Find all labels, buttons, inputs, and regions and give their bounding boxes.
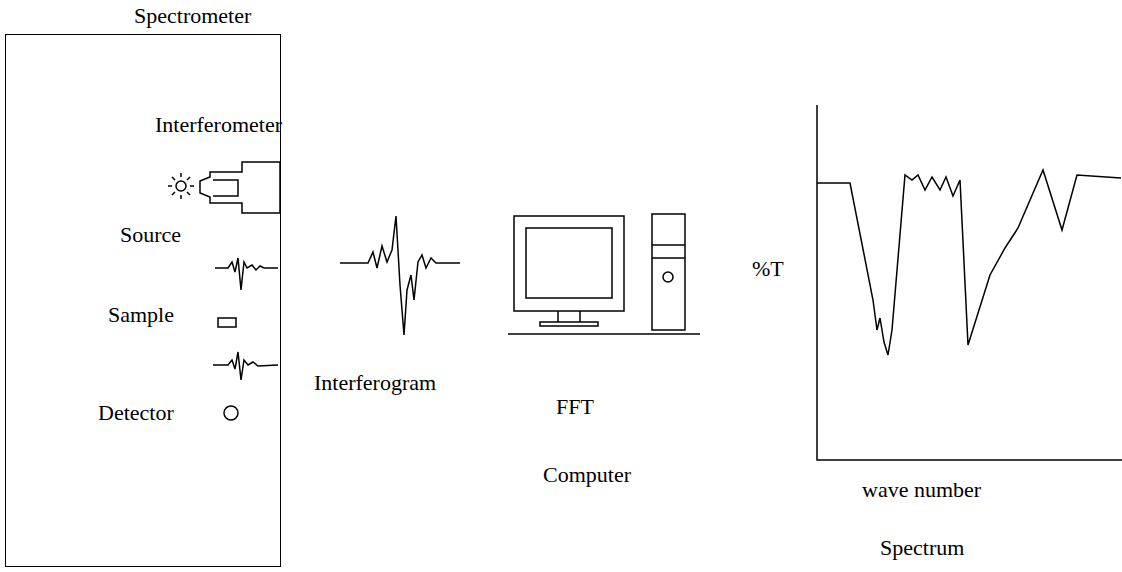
spectrum-curve bbox=[817, 170, 1121, 355]
computer-symbol bbox=[508, 214, 700, 334]
interferometer-symbol bbox=[200, 162, 280, 213]
axis-label: %T bbox=[752, 256, 784, 282]
beam-waveform bbox=[213, 352, 278, 380]
process-label: FFT bbox=[556, 394, 594, 420]
interferometer-detail bbox=[213, 180, 238, 196]
part-label: Source bbox=[120, 222, 181, 248]
axis-label: wave number bbox=[862, 477, 981, 503]
source-symbol bbox=[168, 173, 194, 199]
sample-symbol bbox=[218, 318, 236, 327]
plot-axes bbox=[817, 105, 1122, 460]
part-label: Computer bbox=[543, 462, 631, 488]
detector-symbol bbox=[224, 406, 238, 420]
part-label: Detector bbox=[98, 400, 174, 426]
part-label: Interferometer bbox=[155, 112, 282, 138]
plot-title: Spectrum bbox=[880, 535, 964, 561]
beam-waveform bbox=[215, 258, 278, 290]
box-heading: Spectrometer bbox=[134, 3, 251, 29]
part-label: Sample bbox=[108, 302, 174, 328]
interferogram-waveform bbox=[340, 216, 460, 335]
signal-label: Interferogram bbox=[314, 370, 436, 396]
